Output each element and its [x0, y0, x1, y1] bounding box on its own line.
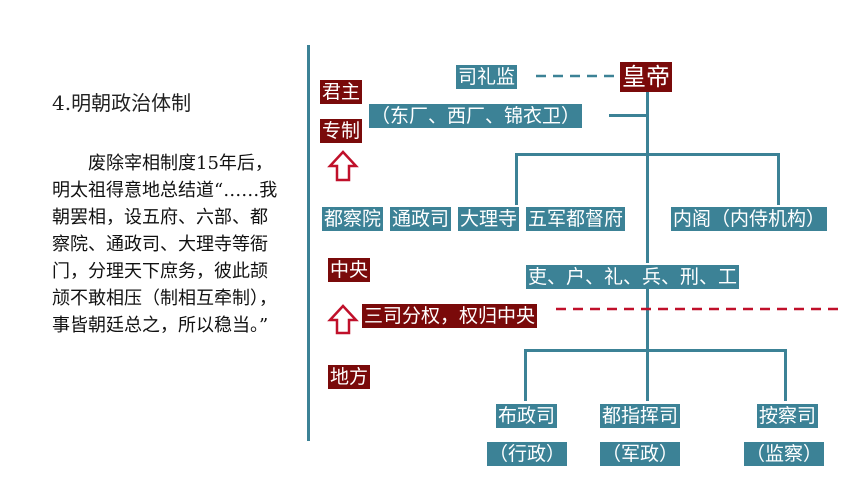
local-bracket-right-drop	[784, 349, 787, 401]
note-junzheng: （军政）	[600, 442, 681, 466]
note-jiancha: （监察）	[744, 442, 825, 466]
node-anchasi: 按察司	[757, 404, 819, 428]
emperor-trunk-line	[646, 91, 649, 263]
node-emperor: 皇帝	[620, 62, 672, 92]
label-junzhu: 君主	[320, 80, 363, 104]
local-bracket-left-drop	[524, 349, 527, 401]
note-sansi: 三司分权，权归中央	[362, 304, 538, 328]
central-bracket-right-drop	[777, 153, 780, 205]
quote-paragraph: 废除宰相制度15年后，明太祖得意地总结道“……我朝罢相，设五府、六部、都察院、通…	[52, 153, 278, 336]
node-liubu: 吏、户、礼、兵、刑、工	[526, 265, 740, 289]
label-zhuanzhi: 专制	[320, 119, 363, 143]
section-title: 4.明朝政治体制	[52, 91, 192, 115]
local-bracket-mid-drop	[646, 349, 649, 401]
label-zhongyang: 中央	[328, 258, 371, 282]
node-duchayuan: 都察院	[322, 207, 384, 231]
central-bracket-left-drop	[515, 153, 518, 205]
node-wujun: 五军都督府	[526, 207, 626, 231]
liubu-down-line	[646, 289, 649, 350]
node-silijian: 司礼监	[456, 65, 518, 89]
central-bracket-hline	[515, 153, 780, 156]
label-difang: 地方	[328, 365, 371, 389]
node-tongzhengsi: 通政司	[390, 207, 452, 231]
node-buzhengsi: 布政司	[496, 404, 558, 428]
note-xingzheng: （行政）	[487, 442, 568, 466]
node-duzhihuisi: 都指挥司	[600, 404, 681, 428]
node-dalisi: 大理寺	[458, 207, 520, 231]
vertical-divider	[307, 45, 310, 441]
up-arrow-icon	[327, 304, 359, 335]
node-changwei: （东厂、西厂、锦衣卫）	[369, 104, 583, 128]
changwei-link-line	[609, 114, 646, 117]
up-arrow-icon	[327, 150, 359, 182]
local-bracket-hline	[524, 349, 787, 352]
node-neige: 内阁（内侍机构）	[671, 207, 828, 231]
